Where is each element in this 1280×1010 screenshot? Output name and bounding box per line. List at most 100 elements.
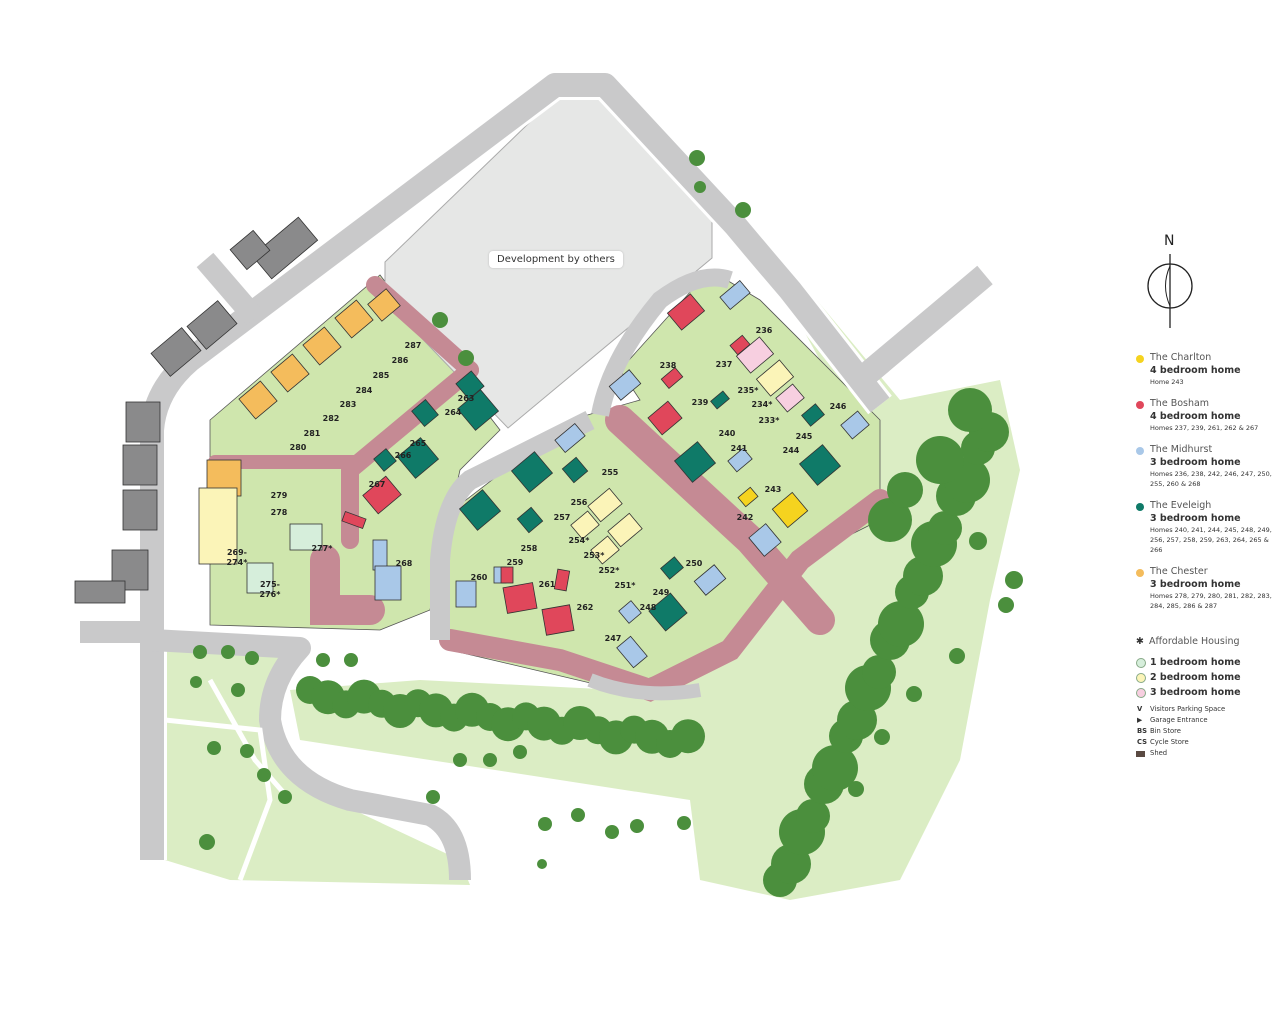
house-type-size: 3 bedroom home bbox=[1150, 457, 1241, 468]
shed-icon bbox=[1136, 751, 1145, 757]
plot-number: 278 bbox=[271, 508, 288, 517]
plot-number: 257 bbox=[554, 513, 571, 522]
house-one-bed bbox=[246, 562, 274, 594]
key-label: Visitors Parking Space bbox=[1150, 705, 1226, 713]
plot-number: 284 bbox=[356, 386, 373, 395]
neighbouring-building bbox=[150, 327, 202, 377]
plot-number: 255 bbox=[602, 468, 619, 477]
tree-icon bbox=[190, 676, 202, 688]
key-label: Shed bbox=[1150, 749, 1168, 757]
plot-number: 282 bbox=[323, 414, 340, 423]
north-arrow-icon bbox=[1147, 254, 1193, 328]
tree-icon bbox=[199, 834, 215, 850]
plot-number: 286 bbox=[392, 356, 409, 365]
color-swatch-icon bbox=[1136, 688, 1146, 698]
plot-number: 242 bbox=[737, 513, 754, 522]
house-type-name: The Bosham bbox=[1150, 398, 1210, 409]
house-bosham bbox=[502, 582, 538, 614]
house-type-name: The Midhurst bbox=[1150, 444, 1213, 455]
tree-icon bbox=[796, 799, 830, 833]
plot-number: 263 bbox=[458, 394, 475, 403]
plot-number: 246 bbox=[830, 402, 847, 411]
bedroom-label: 3 bedroom home bbox=[1150, 687, 1241, 698]
tree-icon bbox=[906, 686, 922, 702]
plot-number: 259 bbox=[507, 558, 524, 567]
house-chester bbox=[334, 299, 374, 339]
plot-labels: 287286285284283282281280279278277*268267… bbox=[271, 326, 847, 643]
tree-icon bbox=[513, 745, 527, 759]
house-two-bed bbox=[587, 487, 623, 523]
house-type-size: 3 bedroom home bbox=[1150, 513, 1241, 524]
plot-number: 234* bbox=[752, 400, 774, 409]
plot-number: 281 bbox=[304, 429, 321, 438]
plot-number: 269-274* bbox=[226, 548, 248, 567]
asterisk-icon: ✱ bbox=[1136, 636, 1144, 647]
plot-number: 236 bbox=[756, 326, 773, 335]
house-two-bed bbox=[198, 487, 238, 565]
legend-house-type: The Midhurst 3 bedroom home Homes 236, 2… bbox=[1136, 444, 1280, 489]
house-midhurst bbox=[372, 539, 388, 571]
plot-number: 247 bbox=[605, 634, 622, 643]
neighbouring-building bbox=[74, 580, 126, 604]
color-swatch-icon bbox=[1136, 658, 1146, 668]
tree-icon bbox=[949, 648, 965, 664]
tree-icon bbox=[874, 729, 890, 745]
neighbouring-buildings bbox=[74, 216, 319, 604]
footpaths bbox=[164, 678, 673, 886]
development-by-others-label: Development by others bbox=[489, 251, 623, 268]
tree-icon bbox=[483, 753, 497, 767]
house-midhurst bbox=[554, 422, 586, 454]
tree-icon bbox=[426, 790, 440, 804]
tree-icon bbox=[689, 150, 705, 166]
color-swatch-icon bbox=[1136, 673, 1146, 683]
buildings bbox=[198, 279, 870, 669]
tree-icon bbox=[916, 436, 964, 484]
house-eveleigh bbox=[373, 448, 397, 472]
key-label: Cycle Store bbox=[1150, 738, 1189, 746]
plot-number: 267 bbox=[369, 480, 386, 489]
bedroom-label: 2 bedroom home bbox=[1150, 672, 1241, 683]
tree-icon bbox=[458, 350, 474, 366]
house-two-bed bbox=[607, 512, 643, 548]
color-swatch-icon bbox=[1136, 503, 1144, 511]
tree-icon bbox=[868, 498, 912, 542]
plot-number: 241 bbox=[731, 444, 748, 453]
house-charlton bbox=[771, 491, 809, 529]
plot-number: 261 bbox=[539, 580, 556, 589]
house-midhurst bbox=[719, 279, 751, 311]
plot-number: 287 bbox=[405, 341, 422, 350]
plot-number: 254* bbox=[569, 536, 591, 545]
plot-number: 251* bbox=[615, 581, 637, 590]
plot-number: 245 bbox=[796, 432, 813, 441]
tree-icon bbox=[344, 653, 358, 667]
plot-number: 244 bbox=[783, 446, 800, 455]
house-midhurst bbox=[618, 600, 642, 624]
house-type-homes: Home 243 bbox=[1150, 378, 1184, 386]
house-two-bed bbox=[755, 359, 795, 397]
house-midhurst bbox=[727, 447, 753, 473]
house-midhurst bbox=[374, 565, 402, 601]
plot-number: 250 bbox=[686, 559, 703, 568]
key-symbol: ▶ bbox=[1137, 716, 1143, 724]
color-swatch-icon bbox=[1136, 447, 1144, 455]
tree-icon bbox=[207, 741, 221, 755]
color-swatch-icon bbox=[1136, 569, 1144, 577]
plot-number: 233* bbox=[759, 416, 781, 425]
neighbouring-building bbox=[229, 229, 271, 271]
legend-bedroom-size: 3 bedroom home bbox=[1136, 685, 1280, 700]
plot-number: 238 bbox=[660, 361, 677, 370]
plot-number: 256 bbox=[571, 498, 588, 507]
tree-icon bbox=[862, 655, 896, 689]
trees bbox=[190, 150, 1023, 897]
house-type-size: 4 bedroom home bbox=[1150, 411, 1241, 422]
tree-icon bbox=[998, 597, 1014, 613]
tree-icon bbox=[193, 645, 207, 659]
plot-number: 252* bbox=[599, 566, 621, 575]
legend-house-type: The Eveleigh 3 bedroom home Homes 240, 2… bbox=[1136, 500, 1280, 555]
neighbouring-building bbox=[125, 401, 161, 443]
plot-number: 237 bbox=[716, 360, 733, 369]
plot-number: 265 bbox=[410, 439, 427, 448]
house-type-size: 3 bedroom home bbox=[1150, 579, 1241, 590]
key-symbol: CS bbox=[1137, 738, 1148, 746]
